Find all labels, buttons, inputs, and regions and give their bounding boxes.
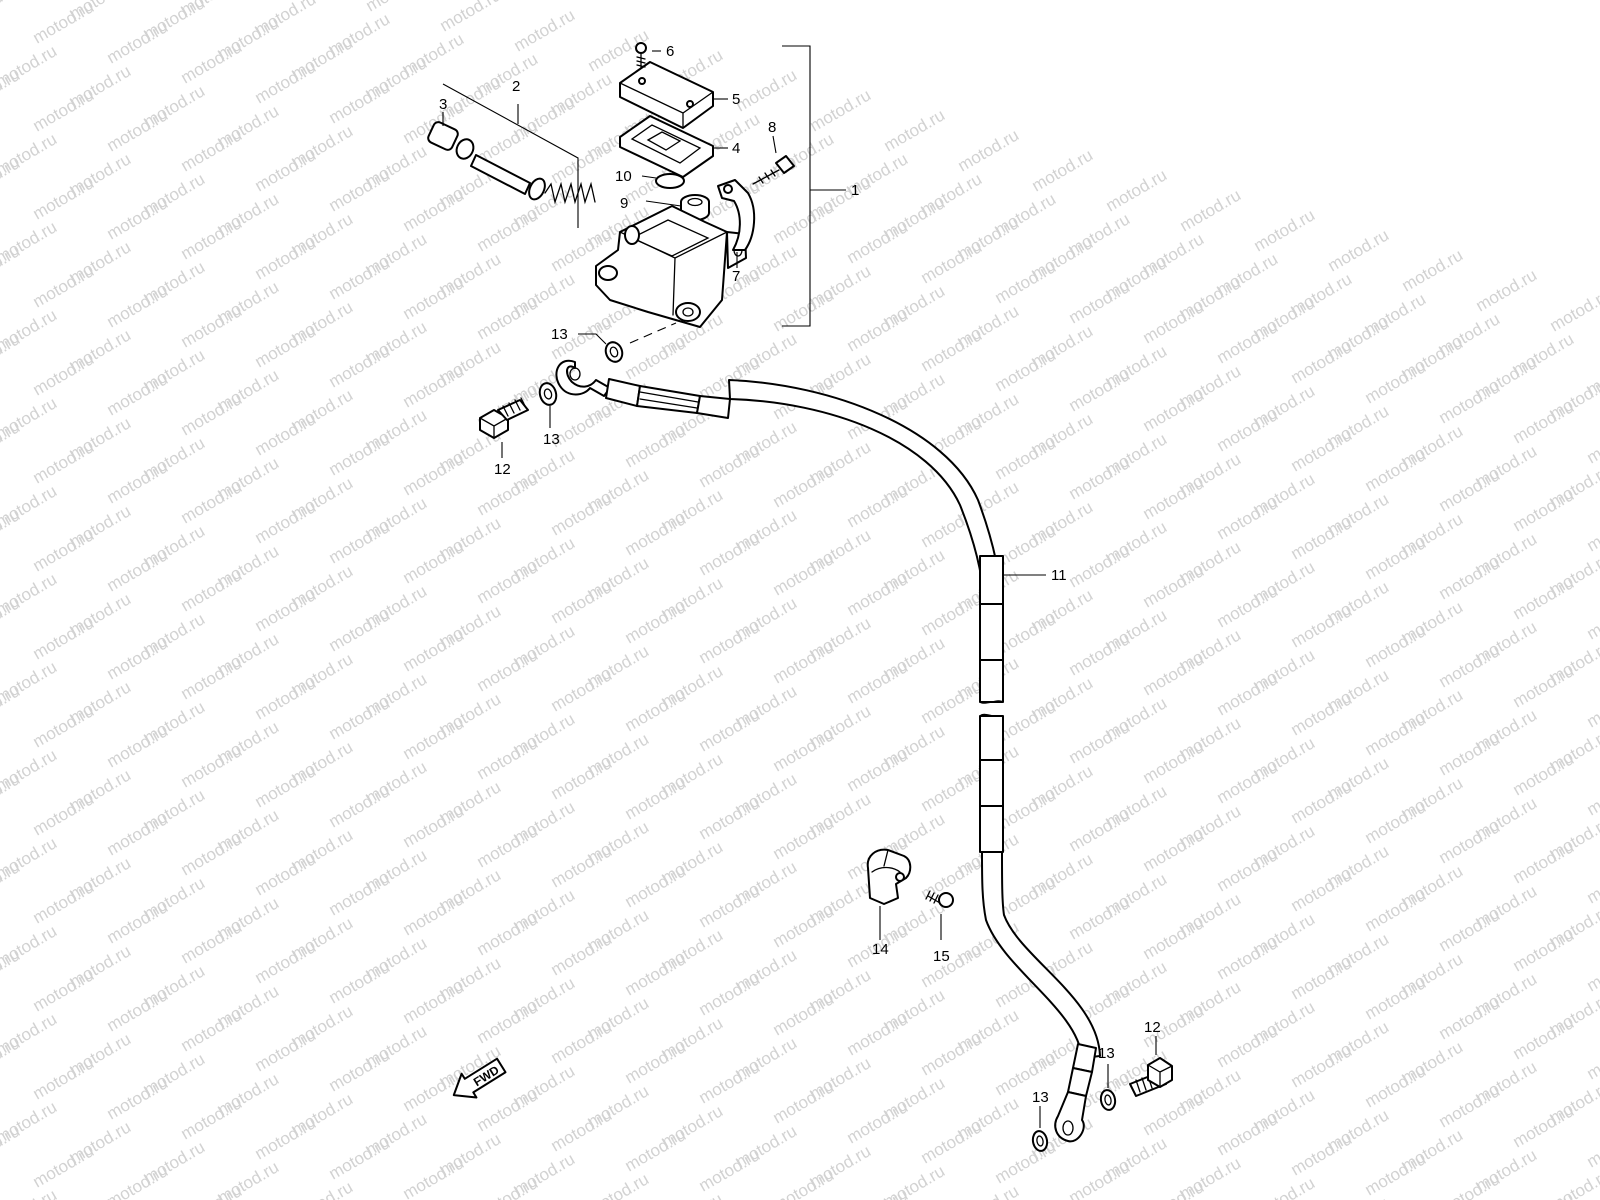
banjo-washer-upper-2 (538, 382, 558, 406)
fwd-arrow: FWD (452, 1057, 507, 1099)
callout-10: 10 (615, 168, 632, 185)
reservoir-cap (619, 61, 728, 129)
callout-3: 3 (439, 96, 447, 113)
clamp-screw (925, 890, 954, 940)
callout-1: 1 (851, 182, 859, 199)
callout-6: 6 (666, 43, 674, 60)
callout-15: 15 (933, 948, 950, 965)
cup-seal (655, 173, 685, 189)
banjo-bolt-lower (1129, 1036, 1173, 1097)
callout-13-lower-right: 13 (1098, 1045, 1115, 1062)
master-cylinder-body (595, 205, 747, 328)
callout-8: 8 (768, 119, 776, 136)
handlebar-clamp (717, 179, 756, 268)
clamp-bolt (752, 135, 795, 185)
callout-4: 4 (732, 140, 740, 157)
banjo-alignment-line (629, 322, 677, 344)
callout-13-upper-left: 13 (543, 431, 560, 448)
callout-12-lower: 12 (1144, 1019, 1161, 1036)
assembly-1-bracket (782, 45, 811, 327)
callout-11: 11 (1051, 567, 1067, 584)
callout-9: 9 (620, 195, 628, 212)
piston-assembly (427, 112, 596, 205)
banjo-washer-lower-2 (1099, 1089, 1117, 1111)
callout-12-upper: 12 (494, 461, 511, 478)
banjo-bolt-upper (479, 397, 529, 458)
hose-clamp (866, 848, 912, 940)
callout-13-upper: 13 (551, 326, 568, 343)
cap-screw (635, 42, 661, 69)
callout-2: 2 (512, 78, 520, 95)
banjo-washer-upper (604, 341, 624, 363)
piston-set-bracket (442, 83, 579, 228)
callout-13-lower-left: 13 (1032, 1089, 1049, 1106)
callout-14: 14 (872, 941, 889, 958)
brake-hose (555, 359, 1101, 1143)
reservoir-diaphragm (619, 115, 728, 178)
callout-7: 7 (732, 268, 740, 285)
banjo-washer-lower-1 (1031, 1130, 1049, 1152)
callout-5: 5 (732, 91, 740, 108)
